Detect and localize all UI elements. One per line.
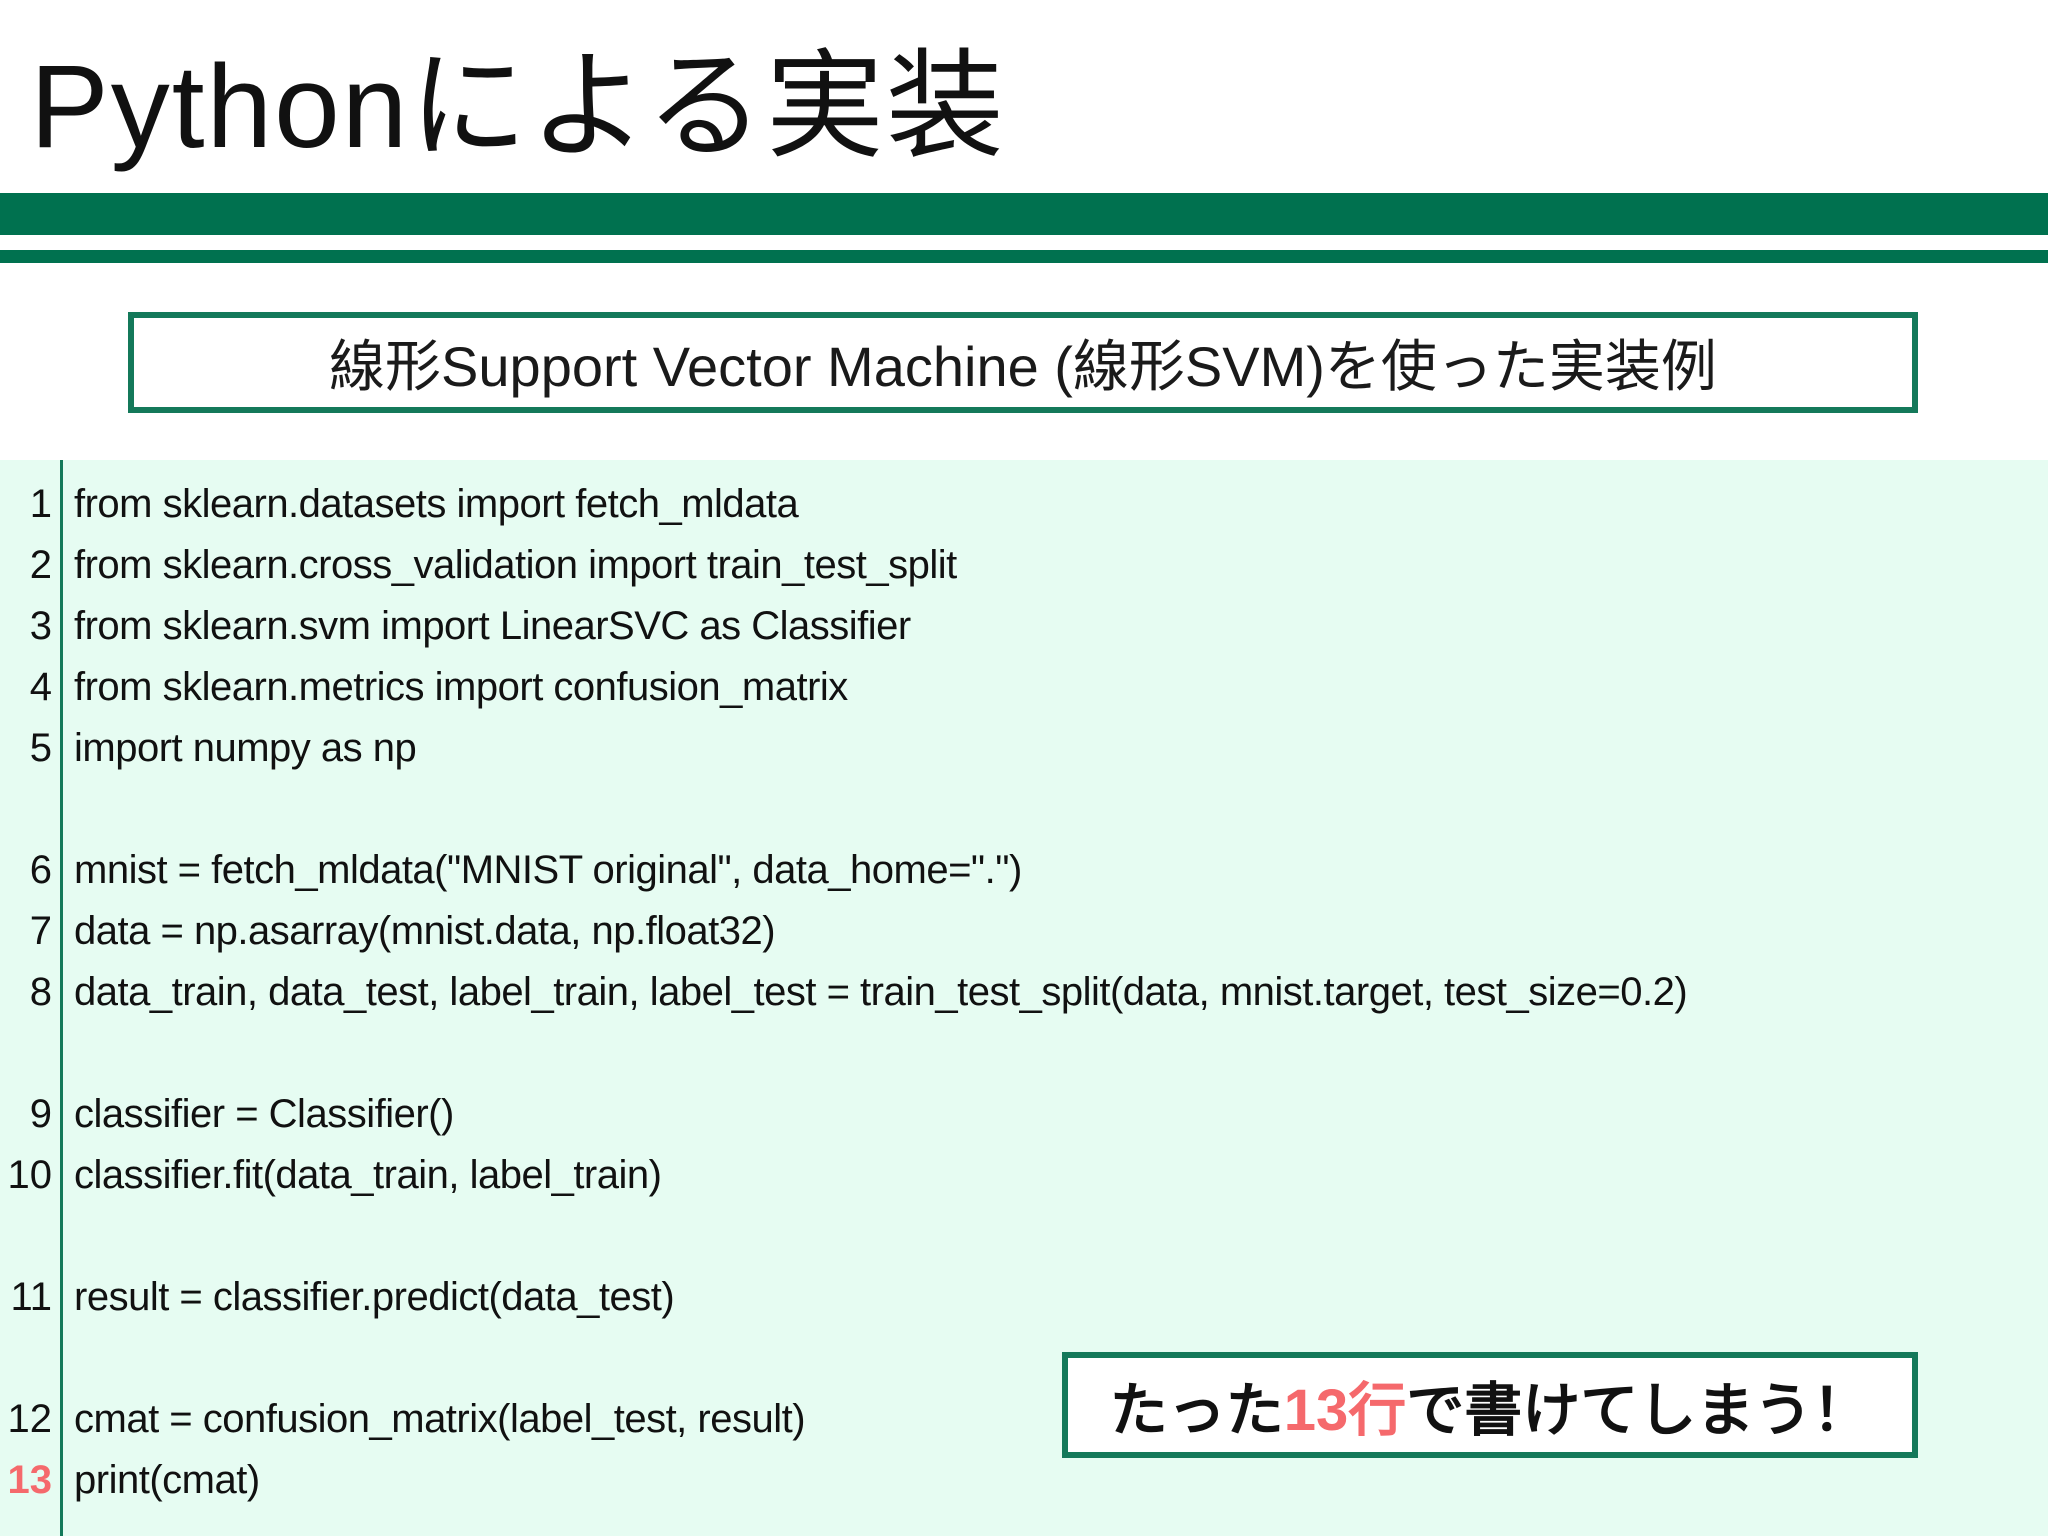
code-line-text: result = classifier.predict(data_test): [74, 1275, 675, 1319]
subtitle-box: 線形Support Vector Machine (線形SVM)を使った実装例: [128, 312, 1918, 413]
code-line-number: 6: [29, 848, 52, 892]
code-line-number: 12: [7, 1397, 53, 1441]
code-line: [0, 779, 2048, 840]
code-line-number: 7: [29, 909, 52, 953]
code-line-number: 9: [29, 1092, 52, 1136]
code-line-text: data = np.asarray(mnist.data, np.float32…: [74, 909, 776, 953]
code-line: [0, 1023, 2048, 1084]
callout-prefix: たった: [1109, 1378, 1284, 1443]
code-line-number: 5: [29, 726, 52, 770]
code-line: 13 print(cmat): [0, 1450, 2048, 1511]
code-line-text: import numpy as np: [74, 726, 417, 770]
code-line: 11 result = classifier.predict(data_test…: [0, 1267, 2048, 1328]
code-line-number: 13: [7, 1458, 53, 1502]
page-title: Pythonによる実装: [30, 41, 1006, 173]
divider-bar-thin: [0, 250, 2048, 263]
code-line-number: 1: [29, 482, 52, 526]
code-line: 8 data_train, data_test, label_train, la…: [0, 962, 2048, 1023]
code-line-text: cmat = confusion_matrix(label_test, resu…: [74, 1397, 806, 1441]
callout-highlight: 13行: [1283, 1378, 1407, 1443]
code-line-number: 3: [29, 604, 52, 648]
code-line-text: classifier.fit(data_train, label_train): [74, 1153, 662, 1197]
code-line: 2 from sklearn.cross_validation import t…: [0, 535, 2048, 596]
code-line-number: 8: [29, 970, 52, 1014]
code-line: 4 from sklearn.metrics import confusion_…: [0, 657, 2048, 718]
code-line-number: 4: [29, 665, 52, 709]
code-line: 12 cmat = confusion_matrix(label_test, r…: [0, 1389, 2048, 1450]
code-line-text: classifier = Classifier(): [74, 1092, 454, 1136]
code-line-text: data_train, data_test, label_train, labe…: [74, 970, 1688, 1014]
code-line: 10 classifier.fit(data_train, label_trai…: [0, 1145, 2048, 1206]
code-line-text: from sklearn.svm import LinearSVC as Cla…: [74, 604, 911, 648]
code-line-text: print(cmat): [74, 1458, 260, 1502]
code-line: 9 classifier = Classifier(): [0, 1084, 2048, 1145]
code-block: 1 from sklearn.datasets import fetch_mld…: [0, 460, 2048, 1536]
code-line: 7 data = np.asarray(mnist.data, np.float…: [0, 901, 2048, 962]
code-line: [0, 1206, 2048, 1267]
code-line-text: from sklearn.cross_validation import tra…: [74, 543, 957, 587]
gutter-divider: [60, 460, 63, 1536]
code-lines: 1 from sklearn.datasets import fetch_mld…: [0, 474, 2048, 1511]
callout-text: たった13行で書けてしまう！: [1110, 1363, 1871, 1447]
callout-suffix: で書けてしまう！: [1406, 1378, 1871, 1443]
code-line-text: mnist = fetch_mldata("MNIST original", d…: [74, 848, 1022, 892]
divider-bar-thick: [0, 193, 2048, 235]
code-line: 6 mnist = fetch_mldata("MNIST original",…: [0, 840, 2048, 901]
callout-box: たった13行で書けてしまう！: [1062, 1352, 1918, 1458]
code-line-number: 10: [7, 1153, 53, 1197]
code-line-number: 2: [29, 543, 52, 587]
subtitle-text: 線形Support Vector Machine (線形SVM)を使った実装例: [329, 335, 1717, 398]
code-line-number: 11: [10, 1275, 52, 1319]
code-line-text: from sklearn.metrics import confusion_ma…: [74, 665, 848, 709]
code-line-text: from sklearn.datasets import fetch_mldat…: [74, 482, 799, 526]
code-line: 1 from sklearn.datasets import fetch_mld…: [0, 474, 2048, 535]
code-line: 3 from sklearn.svm import LinearSVC as C…: [0, 596, 2048, 657]
code-line: 5 import numpy as np: [0, 718, 2048, 779]
